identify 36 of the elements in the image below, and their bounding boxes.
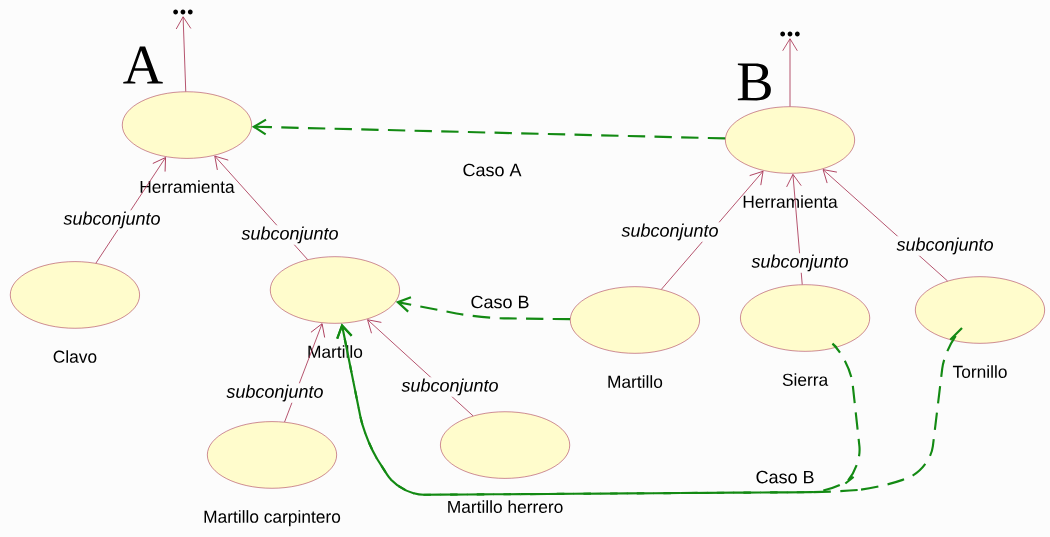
ellipse-node: Martillo herrero [440, 411, 570, 515]
edge-label: subconjunto [240, 225, 340, 245]
edge-label: Caso B [469, 294, 531, 310]
node-label: Sierra [782, 373, 829, 386]
node-label: Tornillo [952, 365, 1007, 378]
edge-label: subconjunto [225, 383, 325, 403]
arrow [782, 38, 798, 107]
ellipse-node: Herramienta [122, 91, 252, 195]
edge-label: subconjunto [62, 210, 162, 230]
ellipse-node: Martillo [570, 286, 700, 390]
edge-label: Caso A [461, 162, 523, 178]
diagram-letter: B [737, 63, 771, 101]
ellipsis-text: ... [780, 31, 800, 37]
node-label: Herramienta [743, 195, 838, 208]
ellipse-node: Clavo [10, 261, 140, 365]
arrow [786, 173, 803, 285]
edge-label: Caso B [754, 469, 816, 485]
edge-label: subconjunto [895, 236, 995, 256]
ellipse-node: Tornillo [915, 276, 1045, 380]
arrow [251, 118, 726, 140]
node-label: Herramienta [140, 180, 235, 193]
ellipsis-text: ... [173, 9, 193, 15]
edge-label: subconjunto [400, 377, 500, 397]
arrow [175, 16, 192, 92]
ellipse-node: Herramienta [725, 106, 855, 210]
node-label: Martillo herrero [448, 500, 563, 513]
node-label: Clavo [53, 350, 97, 363]
arrow [336, 323, 964, 496]
edge-label: subconjunto [750, 253, 850, 273]
node-label: Martillo [608, 375, 663, 388]
edge-label: subconjunto [620, 222, 720, 242]
ellipse-node: Sierra [740, 284, 870, 388]
ellipse-node: Martillo carpintero [201, 421, 343, 528]
node-label: Martillo carpintero [204, 510, 341, 527]
diagram-letter: A [123, 46, 163, 84]
arrow [395, 296, 571, 321]
